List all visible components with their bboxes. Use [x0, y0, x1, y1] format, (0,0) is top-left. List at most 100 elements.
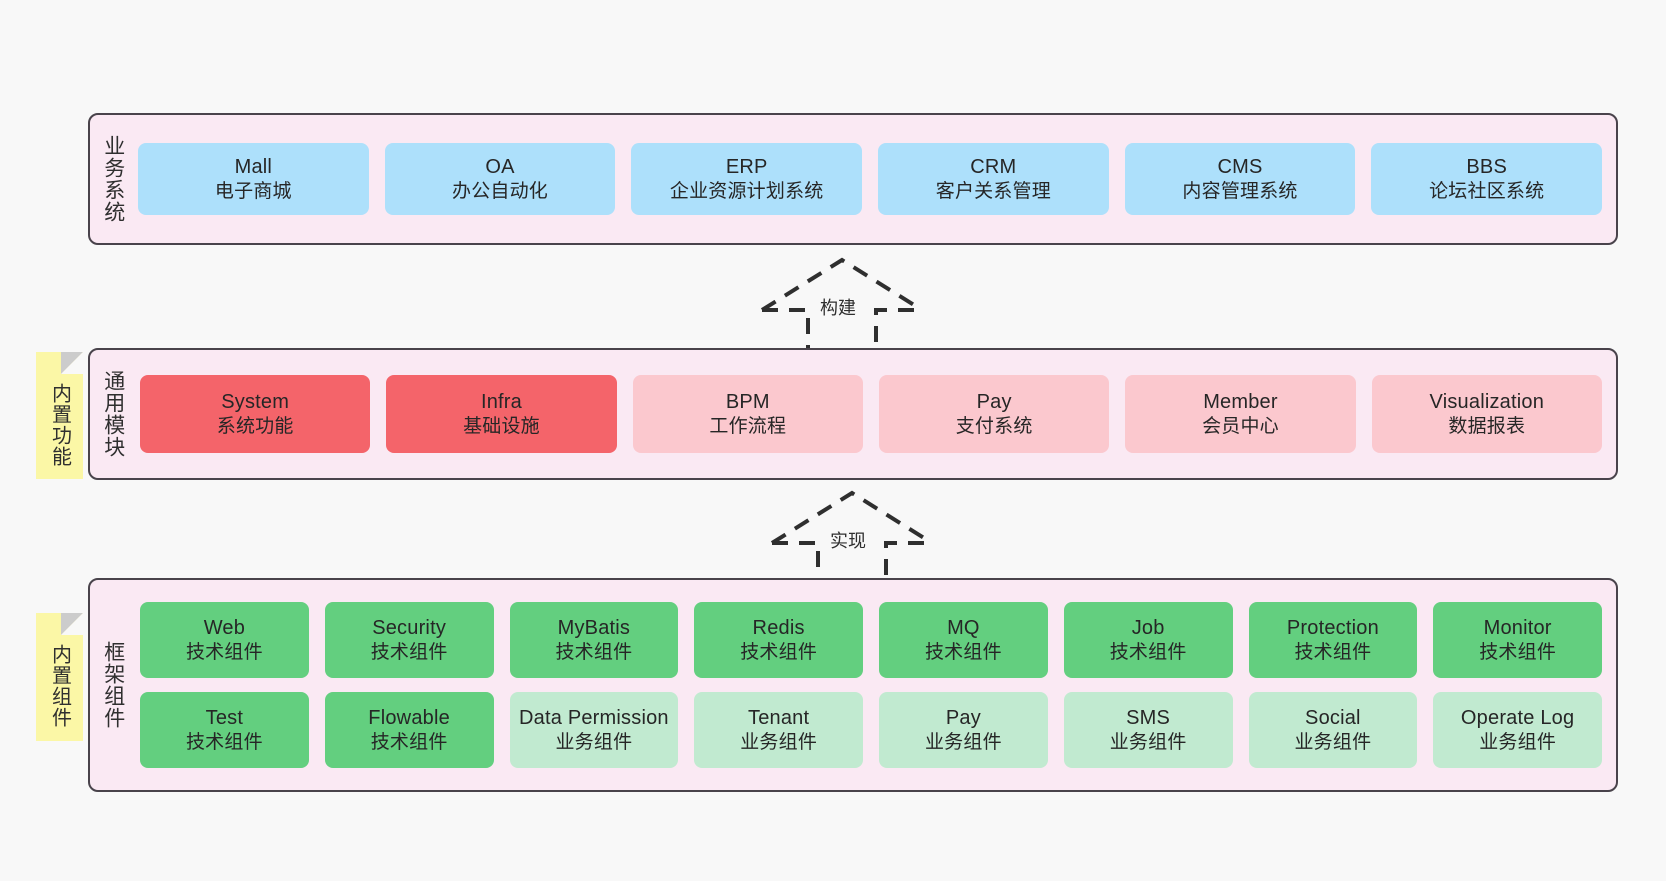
card-title: CMS	[1217, 156, 1263, 179]
card-flowable[interactable]: Flowable 技术组件	[324, 692, 494, 768]
card-title: Monitor	[1483, 617, 1552, 640]
card-infra[interactable]: Infra 基础设施	[386, 375, 617, 453]
card-row: Mall 电子商城 OA 办公自动化 ERP 企业资源计划系统 CRM 客户关系…	[138, 143, 1603, 215]
card-title: Mall	[234, 156, 273, 179]
card-title: Pay	[976, 391, 1012, 414]
card-title: System	[221, 391, 290, 414]
card-title: Test	[205, 707, 244, 730]
card-title: MQ	[947, 617, 980, 640]
card-tenant[interactable]: Tenant 业务组件	[694, 692, 863, 768]
card-subtitle: 技术组件	[1294, 641, 1372, 663]
card-title: CRM	[970, 156, 1017, 179]
card-web[interactable]: Web 技术组件	[140, 602, 309, 678]
card-subtitle: 技术组件	[185, 641, 263, 663]
card-subtitle: 客户关系管理	[935, 180, 1051, 202]
section-body-framework-components: Web 技术组件 Security 技术组件 MyBatis 技术组件 Redi…	[136, 580, 1616, 790]
card-redis[interactable]: Redis 技术组件	[694, 602, 863, 678]
card-title: OA	[485, 156, 515, 179]
card-title: ERP	[725, 156, 768, 179]
card-monitor[interactable]: Monitor 技术组件	[1433, 602, 1602, 678]
card-mq[interactable]: MQ 技术组件	[879, 602, 1048, 678]
card-mybatis[interactable]: MyBatis 技术组件	[509, 602, 679, 678]
card-system[interactable]: System 系统功能	[140, 375, 371, 453]
section-business-systems: 业务系统 Mall 电子商城 OA 办公自动化 ERP 企业资源计划系统 CRM…	[88, 113, 1618, 245]
card-job[interactable]: Job 技术组件	[1063, 602, 1233, 678]
card-subtitle: 技术组件	[370, 641, 448, 663]
card-oa[interactable]: OA 办公自动化	[384, 143, 616, 215]
card-pay-module[interactable]: Pay 支付系统	[878, 375, 1110, 453]
arrow-implement: 实现	[762, 487, 942, 587]
card-subtitle: 内容管理系统	[1182, 180, 1298, 202]
arrow-implement-label: 实现	[830, 531, 866, 551]
card-subtitle: 技术组件	[185, 731, 263, 753]
card-subtitle: 论坛社区系统	[1429, 180, 1545, 202]
card-social[interactable]: Social 业务组件	[1248, 692, 1418, 768]
card-sms[interactable]: SMS 业务组件	[1063, 692, 1233, 768]
card-visualization[interactable]: Visualization 数据报表	[1371, 375, 1602, 453]
card-subtitle: 业务组件	[1294, 731, 1372, 753]
card-title: Infra	[480, 391, 522, 414]
card-member[interactable]: Member 会员中心	[1125, 375, 1356, 453]
card-title: Pay	[945, 707, 981, 730]
card-row: Test 技术组件 Flowable 技术组件 Data Permission …	[140, 692, 1602, 768]
card-title: Visualization	[1429, 391, 1545, 414]
section-body-business-systems: Mall 电子商城 OA 办公自动化 ERP 企业资源计划系统 CRM 客户关系…	[136, 115, 1616, 243]
arrow-build: 构建	[752, 254, 932, 354]
card-subtitle: 业务组件	[740, 731, 818, 753]
card-subtitle: 技术组件	[1109, 641, 1187, 663]
card-title: MyBatis	[557, 617, 631, 640]
section-framework-components: 框架组件 Web 技术组件 Security 技术组件 MyBatis 技术组件…	[88, 578, 1618, 792]
card-test[interactable]: Test 技术组件	[140, 692, 309, 768]
card-subtitle: 技术组件	[924, 641, 1002, 663]
section-body-common-modules: System 系统功能 Infra 基础设施 BPM 工作流程 Pay 支付系统…	[136, 350, 1616, 478]
section-label-framework-components: 框架组件	[101, 641, 125, 729]
section-common-modules: 通用模块 System 系统功能 Infra 基础设施 BPM 工作流程 Pay…	[88, 348, 1618, 480]
card-title: Data Permission	[519, 707, 669, 730]
card-subtitle: 办公自动化	[452, 180, 549, 202]
card-title: Web	[203, 617, 246, 640]
card-subtitle: 业务组件	[1479, 731, 1557, 753]
card-subtitle: 业务组件	[1109, 731, 1187, 753]
card-title: Redis	[752, 617, 805, 640]
card-subtitle: 业务组件	[555, 731, 633, 753]
card-subtitle: 技术组件	[555, 641, 633, 663]
card-pay-component[interactable]: Pay 业务组件	[879, 692, 1048, 768]
card-subtitle: 业务组件	[924, 731, 1002, 753]
card-crm[interactable]: CRM 客户关系管理	[878, 143, 1109, 215]
card-erp[interactable]: ERP 企业资源计划系统	[631, 143, 863, 215]
card-cms[interactable]: CMS 内容管理系统	[1124, 143, 1356, 215]
section-label-business-systems: 业务系统	[101, 135, 125, 223]
card-subtitle: 企业资源计划系统	[669, 180, 824, 202]
card-protection[interactable]: Protection 技术组件	[1248, 602, 1418, 678]
card-title: Job	[1131, 617, 1165, 640]
card-subtitle: 基础设施	[463, 415, 540, 437]
card-subtitle: 技术组件	[740, 641, 818, 663]
card-operate-log[interactable]: Operate Log 业务组件	[1433, 692, 1602, 768]
card-title: Member	[1203, 391, 1278, 414]
card-row: Web 技术组件 Security 技术组件 MyBatis 技术组件 Redi…	[140, 602, 1602, 678]
card-bbs[interactable]: BBS 论坛社区系统	[1371, 143, 1603, 215]
card-subtitle: 技术组件	[1479, 641, 1557, 663]
card-title: Protection	[1286, 617, 1379, 640]
card-subtitle: 工作流程	[709, 415, 787, 437]
card-subtitle: 支付系统	[955, 415, 1033, 437]
arrow-build-label: 构建	[820, 298, 856, 318]
card-security[interactable]: Security 技术组件	[324, 602, 494, 678]
card-subtitle: 会员中心	[1202, 415, 1279, 437]
card-title: SMS	[1126, 707, 1171, 730]
card-subtitle: 数据报表	[1448, 415, 1526, 437]
card-title: BBS	[1466, 156, 1507, 179]
note-builtin-component[interactable]: 内置组件	[36, 613, 83, 741]
note-builtin-function[interactable]: 内置功能	[36, 352, 83, 479]
card-title: Security	[372, 617, 447, 640]
section-label-common-modules: 通用模块	[101, 370, 125, 458]
card-title: Social	[1305, 707, 1361, 730]
card-row: System 系统功能 Infra 基础设施 BPM 工作流程 Pay 支付系统…	[140, 375, 1602, 453]
card-data-permission[interactable]: Data Permission 业务组件	[509, 692, 679, 768]
card-bpm[interactable]: BPM 工作流程	[632, 375, 863, 453]
card-mall[interactable]: Mall 电子商城	[138, 143, 369, 215]
card-title: Flowable	[368, 707, 450, 730]
card-title: Tenant	[748, 707, 810, 730]
card-title: BPM	[725, 391, 770, 414]
